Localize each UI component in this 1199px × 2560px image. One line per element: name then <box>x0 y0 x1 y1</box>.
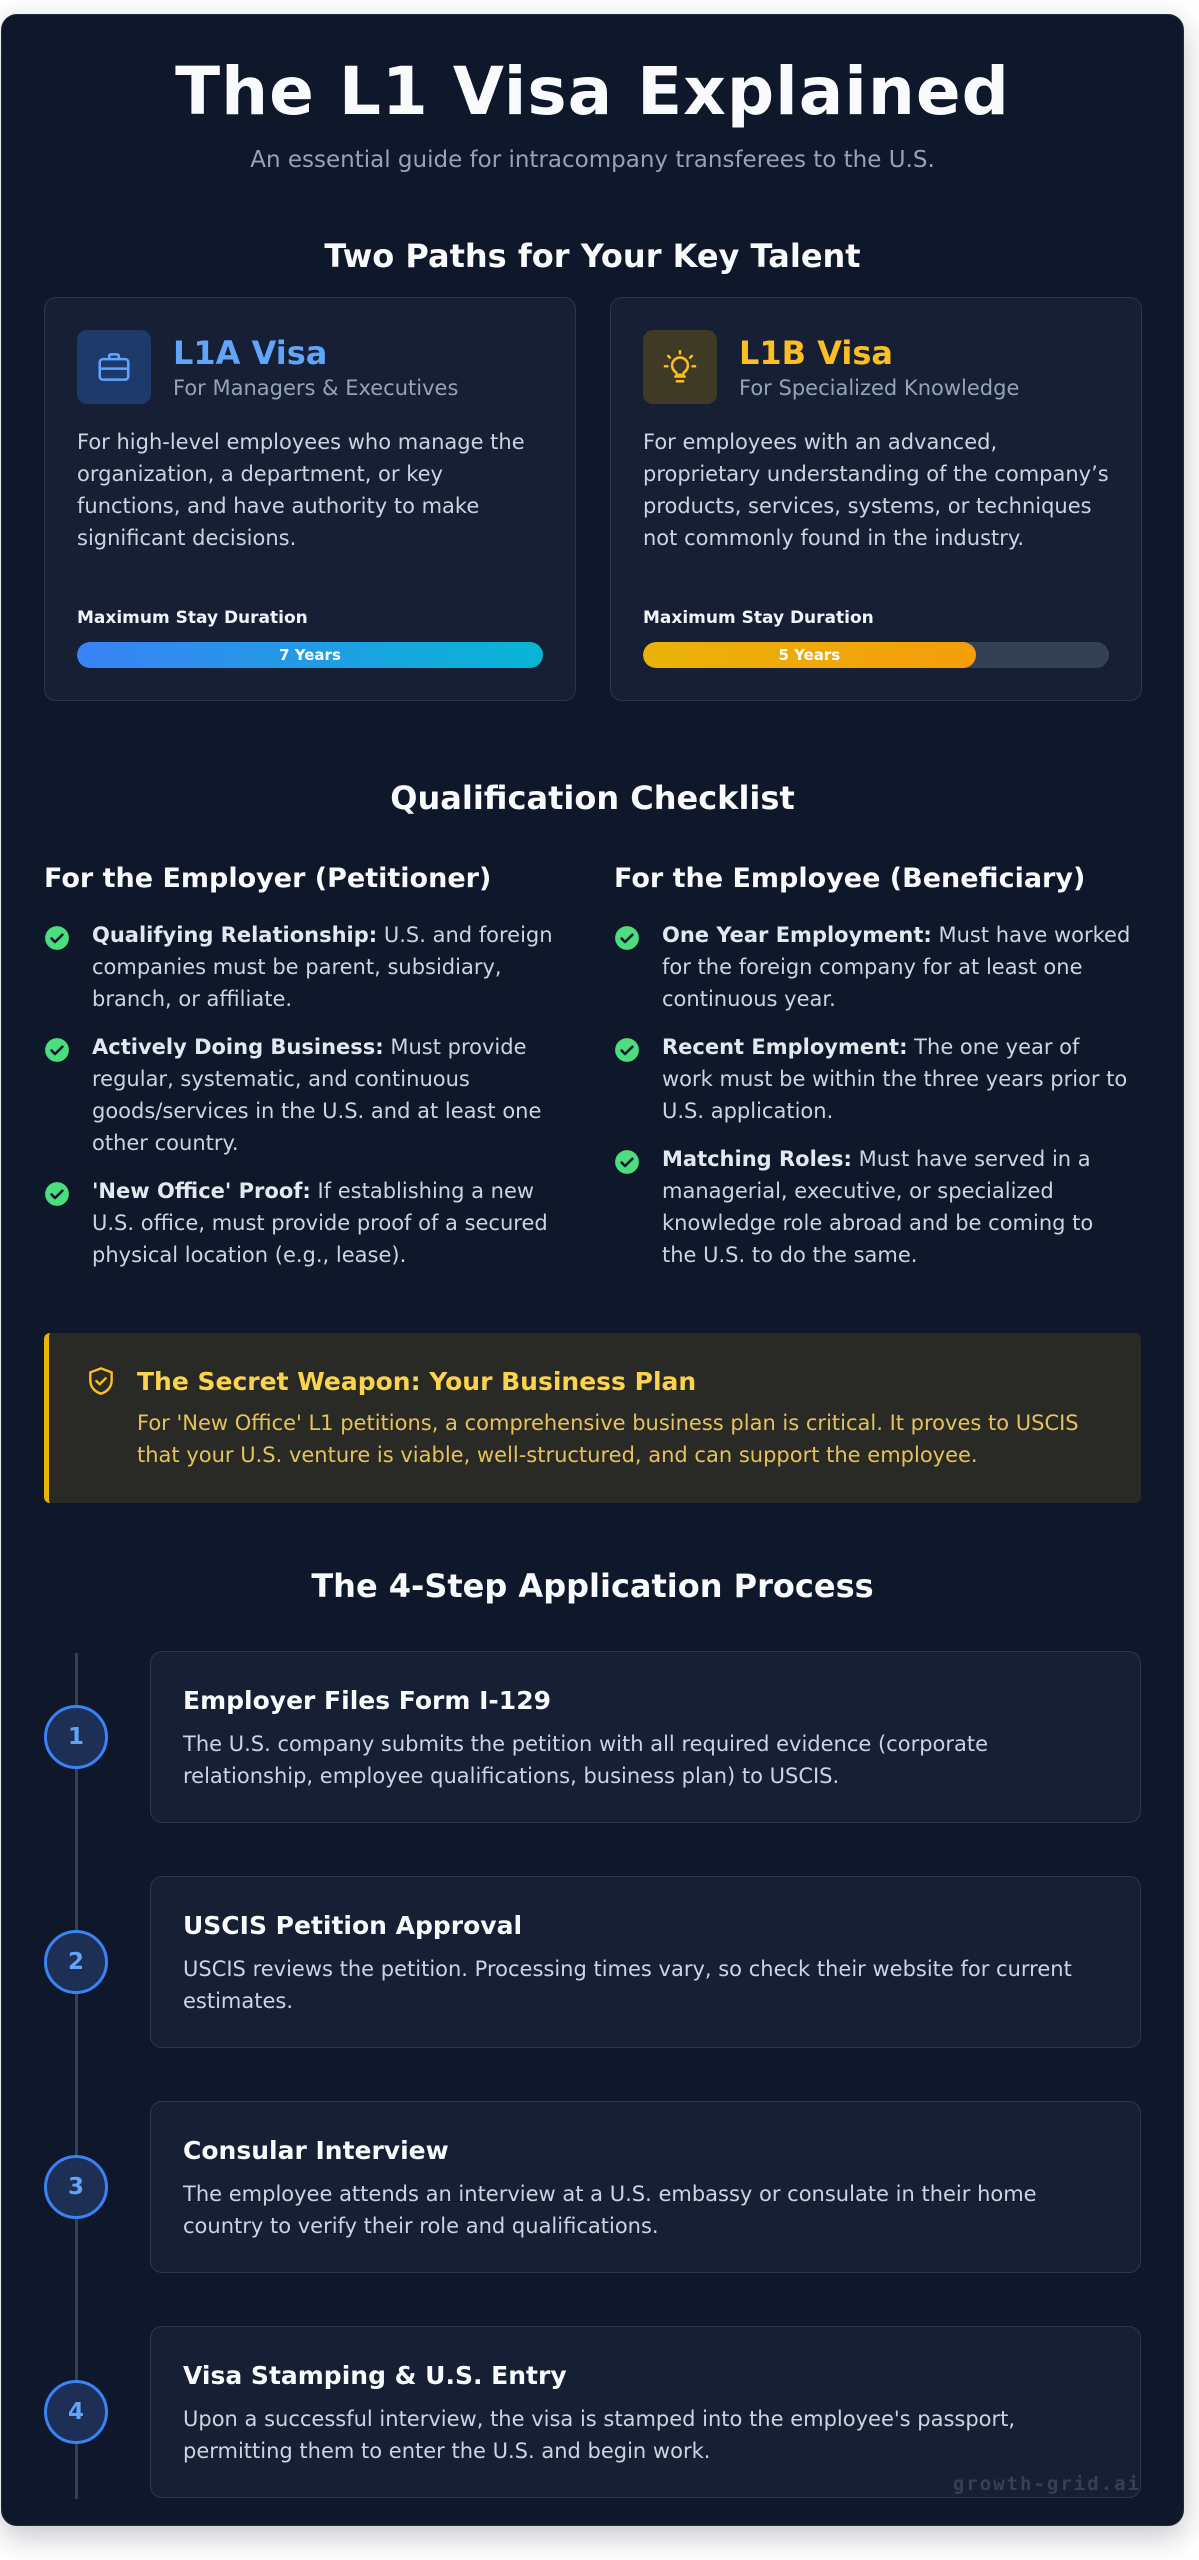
step-number: 4 <box>44 2380 108 2444</box>
check-circle-icon <box>44 1181 70 1216</box>
step-title: Employer Files Form I-129 <box>183 1686 551 1715</box>
step-number: 2 <box>44 1930 108 1994</box>
l1a-duration-bar: 7 Years <box>77 642 543 668</box>
item-text: If establishing a new U.S. office, must … <box>92 1179 548 1267</box>
item-text: Must have served in a managerial, execut… <box>662 1147 1094 1267</box>
item-label: One Year Employment: <box>662 923 932 947</box>
item-label: 'New Office' Proof: <box>92 1179 311 1203</box>
step-title: Visa Stamping & U.S. Entry <box>183 2361 567 2390</box>
checklist-section-title: Qualification Checklist <box>390 779 795 817</box>
step-card: Consular Interview The employee attends … <box>150 2101 1141 2273</box>
l1a-card: L1A Visa For Managers & Executives For h… <box>44 297 576 701</box>
l1a-description: For high-level employees who manage the … <box>77 430 525 550</box>
step-description: The employee attends an interview at a U… <box>183 2182 1037 2238</box>
list-item: Actively Doing Business: Must provide re… <box>44 1031 564 1159</box>
list-item: Recent Employment: The one year of work … <box>614 1031 1134 1127</box>
page-subtitle: An essential guide for intracompany tran… <box>250 147 935 173</box>
item-label: Matching Roles: <box>662 1147 852 1171</box>
check-circle-icon <box>44 925 70 960</box>
check-circle-icon <box>614 1149 640 1184</box>
step-number: 3 <box>44 2155 108 2219</box>
step-title: Consular Interview <box>183 2136 449 2165</box>
l1b-name: L1B Visa <box>739 334 893 372</box>
item-text: Must provide regular, systematic, and co… <box>92 1035 542 1155</box>
l1b-audience: For Specialized Knowledge <box>739 376 1020 400</box>
l1b-duration-fill: 5 Years <box>643 642 976 668</box>
check-circle-icon <box>614 925 640 960</box>
list-item: One Year Employment: Must have worked fo… <box>614 919 1134 1015</box>
item-text: The one year of work must be within the … <box>662 1035 1128 1123</box>
check-circle-icon <box>44 1037 70 1072</box>
l1b-card: L1B Visa For Specialized Knowledge For e… <box>610 297 1142 701</box>
business-plan-callout: The Secret Weapon: Your Business Plan Fo… <box>44 1333 1141 1503</box>
process-section-title: The 4-Step Application Process <box>311 1567 874 1605</box>
list-item: Matching Roles: Must have served in a ma… <box>614 1143 1134 1271</box>
infographic-frame: The L1 Visa Explained An essential guide… <box>1 14 1184 2526</box>
check-circle-icon <box>614 1037 640 1072</box>
employer-checklist: Qualifying Relationship: U.S. and foreig… <box>44 919 564 1287</box>
step-card: USCIS Petition Approval USCIS reviews th… <box>150 1876 1141 2048</box>
step-title: USCIS Petition Approval <box>183 1911 523 1940</box>
step-card: Employer Files Form I-129 The U.S. compa… <box>150 1651 1141 1823</box>
paths-section-title: Two Paths for Your Key Talent <box>324 237 861 275</box>
l1a-duration-label: Maximum Stay Duration <box>77 608 308 628</box>
step-card: Visa Stamping & U.S. Entry Upon a succes… <box>150 2326 1141 2498</box>
step-description: USCIS reviews the petition. Processing t… <box>183 1957 1072 2013</box>
lightbulb-icon <box>643 330 717 404</box>
step-description: Upon a successful interview, the visa is… <box>183 2407 1016 2463</box>
callout-title: The Secret Weapon: Your Business Plan <box>137 1367 697 1396</box>
employer-column-title: For the Employer (Petitioner) <box>44 863 492 894</box>
employee-checklist: One Year Employment: Must have worked fo… <box>614 919 1134 1287</box>
l1b-duration-label: Maximum Stay Duration <box>643 608 874 628</box>
item-label: Qualifying Relationship: <box>92 923 378 947</box>
item-label: Recent Employment: <box>662 1035 908 1059</box>
l1b-duration-bar: 5 Years <box>643 642 1109 668</box>
l1a-name: L1A Visa <box>173 334 328 372</box>
briefcase-icon <box>77 330 151 404</box>
shield-check-icon <box>85 1365 117 1401</box>
step-description: The U.S. company submits the petition wi… <box>183 1732 989 1788</box>
l1b-description: For employees with an advanced, propriet… <box>643 430 1109 550</box>
callout-text: For 'New Office' L1 petitions, a compreh… <box>137 1411 1079 1467</box>
list-item: 'New Office' Proof: If establishing a ne… <box>44 1175 564 1271</box>
brand-footer: growth-grid.ai <box>952 2473 1141 2495</box>
item-text: U.S. and foreign companies must be paren… <box>92 923 553 1011</box>
page-title: The L1 Visa Explained <box>175 53 1010 130</box>
list-item: Qualifying Relationship: U.S. and foreig… <box>44 919 564 1015</box>
item-text: Must have worked for the foreign company… <box>662 923 1131 1011</box>
l1a-duration-fill: 7 Years <box>77 642 543 668</box>
item-label: Actively Doing Business: <box>92 1035 384 1059</box>
step-number: 1 <box>44 1705 108 1769</box>
employee-column-title: For the Employee (Beneficiary) <box>614 863 1086 894</box>
timeline-line <box>75 1653 78 2499</box>
l1a-audience: For Managers & Executives <box>173 376 459 400</box>
